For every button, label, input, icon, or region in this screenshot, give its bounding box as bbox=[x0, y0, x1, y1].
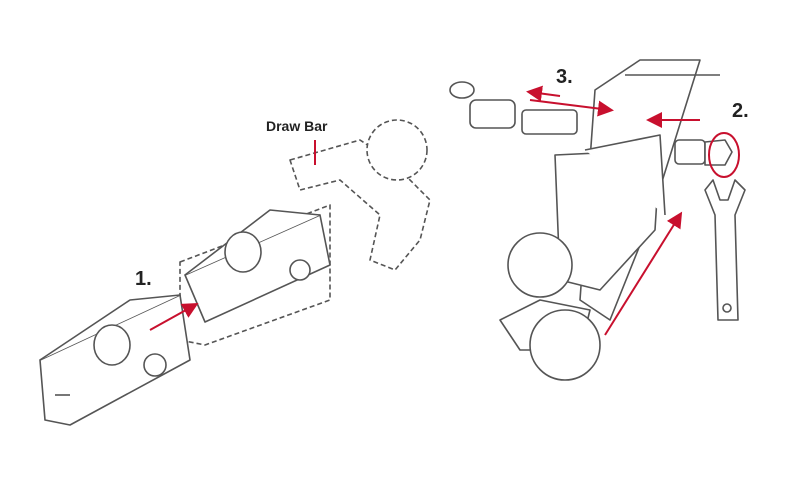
arrow-step3-right bbox=[529, 99, 614, 117]
step-3-label: 3. bbox=[556, 66, 573, 88]
arrow-step1 bbox=[149, 303, 199, 331]
step-1-label: 1. bbox=[135, 268, 152, 290]
arrows bbox=[149, 85, 740, 336]
hitch-balls bbox=[499, 232, 601, 381]
arrow-wrench bbox=[604, 211, 683, 336]
bracket-back bbox=[184, 209, 331, 323]
arrow-step3-left bbox=[526, 85, 561, 102]
step-2-label: 2. bbox=[732, 100, 749, 122]
pin-assembly bbox=[449, 81, 733, 166]
nut-highlight bbox=[708, 132, 740, 178]
bracket-front bbox=[39, 294, 191, 426]
wrench bbox=[704, 179, 746, 321]
draw-bar-label: Draw Bar bbox=[266, 118, 328, 134]
ball-mount bbox=[554, 134, 666, 291]
